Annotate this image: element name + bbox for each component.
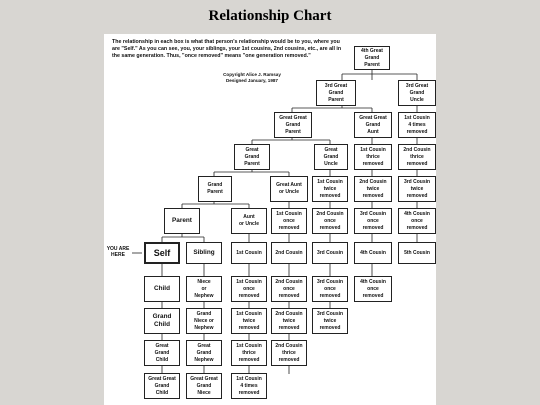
box-2nd-cousin-thrice-removed-down: 2nd Cousin thrice removed [271, 340, 307, 366]
box-3rd-cousin-once-removed-down: 3rd Cousin once removed [312, 276, 348, 302]
box-2nd-cousin-twice-removed-up: 2nd Cousin twice removed [354, 176, 392, 202]
box-3rd-cousin: 3rd Cousin [312, 242, 348, 264]
copyright-text: Copyright Alice J. Ramsay Designed Janua… [223, 72, 281, 83]
box-4th-great-grandparent: 4th Great Grand Parent [354, 46, 390, 70]
box-3rd-great-granduncle: 3rd Great Grand Uncle [398, 80, 436, 106]
box-1st-cousin-thrice-removed-up: 1st Cousin thrice removed [354, 144, 392, 170]
box-1st-cousin: 1st Cousin [231, 242, 267, 264]
box-4th-cousin-once-removed-down: 4th Cousin once removed [354, 276, 392, 302]
box-4th-cousin: 4th Cousin [354, 242, 392, 264]
box-grand-niece-or-nephew: Grand Niece or Nephew [186, 308, 222, 334]
box-child: Child [144, 276, 180, 302]
box-4th-cousin-once-removed-up: 4th Cousin once removed [398, 208, 436, 234]
box-great-grandchild: Great Grand Child [144, 340, 180, 366]
box-great-great-grandaunt: Great Great Grand Aunt [354, 112, 392, 138]
box-niece-or-nephew: Niece or Nephew [186, 276, 222, 302]
box-self: Self [144, 242, 180, 264]
page-title: Relationship Chart [208, 8, 332, 24]
box-great-grand-nephew: Great Grand Nephew [186, 340, 222, 366]
box-grandchild: Grand Child [144, 308, 180, 334]
box-great-great-grandparent: Great Great Grand Parent [274, 112, 312, 138]
box-1st-cousin-twice-removed-up: 1st Cousin twice removed [312, 176, 348, 202]
box-great-aunt-or-uncle: Great Aunt or Uncle [270, 176, 308, 202]
box-great-great-grand-niece: Great Great Grand Niece [186, 373, 222, 399]
box-sibling: Sibling [186, 242, 222, 264]
box-1st-cousin-4-times-removed-down: 1st Cousin 4 times removed [231, 373, 267, 399]
box-2nd-cousin: 2nd Cousin [271, 242, 307, 264]
box-great-granduncle: Great Grand Uncle [314, 144, 348, 170]
box-1st-cousin-once-removed-up: 1st Cousin once removed [271, 208, 307, 234]
box-2nd-cousin-thrice-removed-up: 2nd Cousin thrice removed [398, 144, 436, 170]
box-2nd-cousin-once-removed-down: 2nd Cousin once removed [271, 276, 307, 302]
box-3rd-cousin-twice-removed-down: 3rd Cousin twice removed [312, 308, 348, 334]
box-aunt-or-uncle: Aunt or Uncle [231, 208, 267, 234]
box-great-grandparent: Great Grand Parent [234, 144, 270, 170]
intro-text: The relationship in each box is what tha… [112, 39, 342, 59]
you-are-here-label: YOU ARE HERE [106, 246, 130, 258]
connector-lines [132, 70, 418, 374]
box-1st-cousin-thrice-removed-down: 1st Cousin thrice removed [231, 340, 267, 366]
box-5th-cousin: 5th Cousin [398, 242, 436, 264]
box-2nd-cousin-twice-removed-down: 2nd Cousin twice removed [271, 308, 307, 334]
box-3rd-cousin-twice-removed-up: 3rd Cousin twice removed [398, 176, 436, 202]
box-1st-cousin-4-times-removed: 1st Cousin 4 times removed [398, 112, 436, 138]
box-parent: Parent [164, 208, 200, 234]
box-3rd-cousin-once-removed-up: 3rd Cousin once removed [354, 208, 392, 234]
box-great-great-grandchild: Great Great Grand Child [144, 373, 180, 399]
box-3rd-great-grandparent: 3rd Great Grand Parent [316, 80, 356, 106]
box-1st-cousin-twice-removed-down: 1st Cousin twice removed [231, 308, 267, 334]
chart-sheet: The relationship in each box is what tha… [104, 34, 436, 405]
box-2nd-cousin-once-removed-up: 2nd Cousin once removed [312, 208, 348, 234]
box-1st-cousin-once-removed-down: 1st Cousin once removed [231, 276, 267, 302]
box-grandparent: Grand Parent [198, 176, 232, 202]
